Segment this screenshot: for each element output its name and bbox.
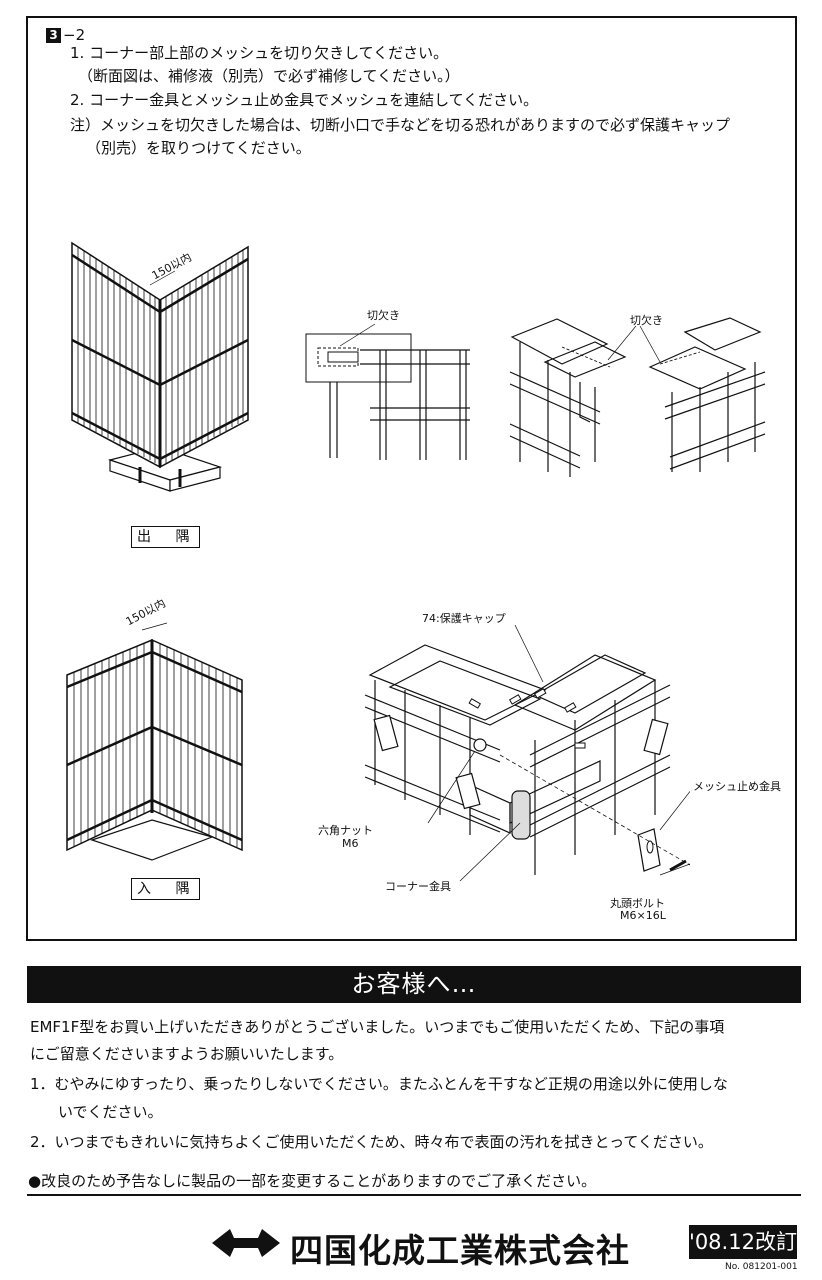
outer-corner-illustration — [71, 241, 249, 492]
cap-label: 74:保護キャップ — [422, 612, 506, 625]
bolt-label: 丸頭ボルト — [610, 897, 665, 910]
step-number: 3 — [46, 27, 61, 43]
assembly-illustration — [364, 625, 690, 882]
clip-label: メッシュ止め金具 — [693, 780, 781, 793]
step-suffix: −2 — [63, 26, 86, 44]
notch-right-label: 切欠き — [630, 314, 663, 327]
notice-intro-line2: にご留意くださいますようお願いいたします。 — [30, 1045, 344, 1063]
customer-notice-title: お客様へ… — [27, 966, 801, 1003]
instruction-frame — [26, 16, 797, 941]
outer-corner-label: 出 隅 — [131, 526, 201, 548]
notch-detail-right — [509, 317, 766, 477]
notice-intro-line1: EMF1F型をお買い上げいただきありがとうございました。いつまでもご使用いただく… — [30, 1018, 725, 1036]
improvement-note: ●改良のため予告なしに製品の一部を変更することがありますのでご了承ください。 — [28, 1172, 597, 1190]
revision-badge: '08.12改訂 — [689, 1225, 797, 1259]
company-name: 四国化成工業株式会社 — [290, 1231, 630, 1270]
notice-item-2: 2．いつまでもきれいに気持ちよくご使用いただくため、時々布で表面の汚れを拭きとっ… — [30, 1133, 713, 1151]
caution-line1: 注）メッシュを切欠きした場合は、切断小口で手などを切る恐れがありますので必ず保護… — [70, 116, 731, 134]
step-heading: 3 −2 — [46, 26, 85, 44]
nut-size-label: M6 — [342, 837, 359, 850]
bolt-size-label: M6×16L — [620, 909, 666, 922]
company-logo-icon — [212, 1229, 280, 1257]
nut-label: 六角ナット — [318, 824, 373, 837]
notice-item-1-line2: いでください。 — [58, 1103, 163, 1121]
instruction-1-note: （断面図は、補修液（別売）で必ず補修してください。） — [78, 67, 460, 85]
instruction-2: 2. コーナー金具とメッシュ止め金具でメッシュを連結してください。 — [70, 91, 539, 109]
notch-left-label: 切欠き — [367, 309, 400, 322]
corner-fitting-label: コーナー金具 — [385, 880, 451, 893]
instruction-1: 1. コーナー部上部のメッシュを切り欠きしてください。 — [70, 44, 449, 62]
notch-detail-left — [305, 323, 470, 460]
footer-divider — [27, 1194, 801, 1196]
caution-line2: （別売）を取りつけてください。 — [86, 139, 311, 157]
notice-item-1-line1: 1．むやみにゆすったり、乗ったりしないでください。またふとんを干すなど正規の用途… — [30, 1075, 728, 1093]
inner-corner-label: 入 隅 — [131, 878, 201, 900]
document-number: No. 081201-001 — [725, 1262, 798, 1272]
inner-corner-illustration — [66, 622, 243, 861]
